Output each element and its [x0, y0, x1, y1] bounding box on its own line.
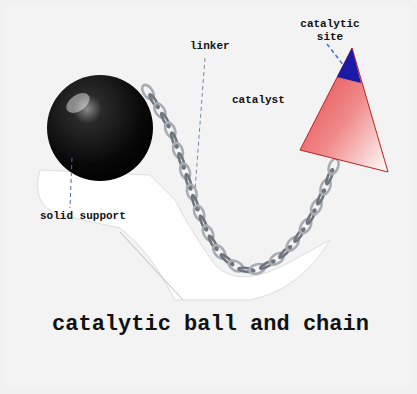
catalyst-triangle: [300, 48, 388, 172]
leader-line: [327, 44, 344, 66]
part-label: catalyst: [232, 94, 285, 107]
chain-link: [211, 243, 228, 261]
part-label: catalytic site: [290, 18, 370, 44]
shadow-edge: [120, 232, 183, 300]
leader-line: [195, 58, 205, 190]
chain: [140, 83, 341, 276]
catalytic-site: [337, 48, 361, 83]
chain-link: [184, 174, 192, 190]
diagram-title: catalytic ball and chain: [52, 312, 369, 338]
part-label: solid support: [40, 210, 126, 223]
ball: [47, 75, 153, 181]
part-label: linker: [190, 40, 230, 53]
ball-highlight: [63, 89, 93, 117]
panel: [6, 6, 411, 388]
leader-line: [70, 158, 72, 208]
shadow: [38, 170, 331, 300]
